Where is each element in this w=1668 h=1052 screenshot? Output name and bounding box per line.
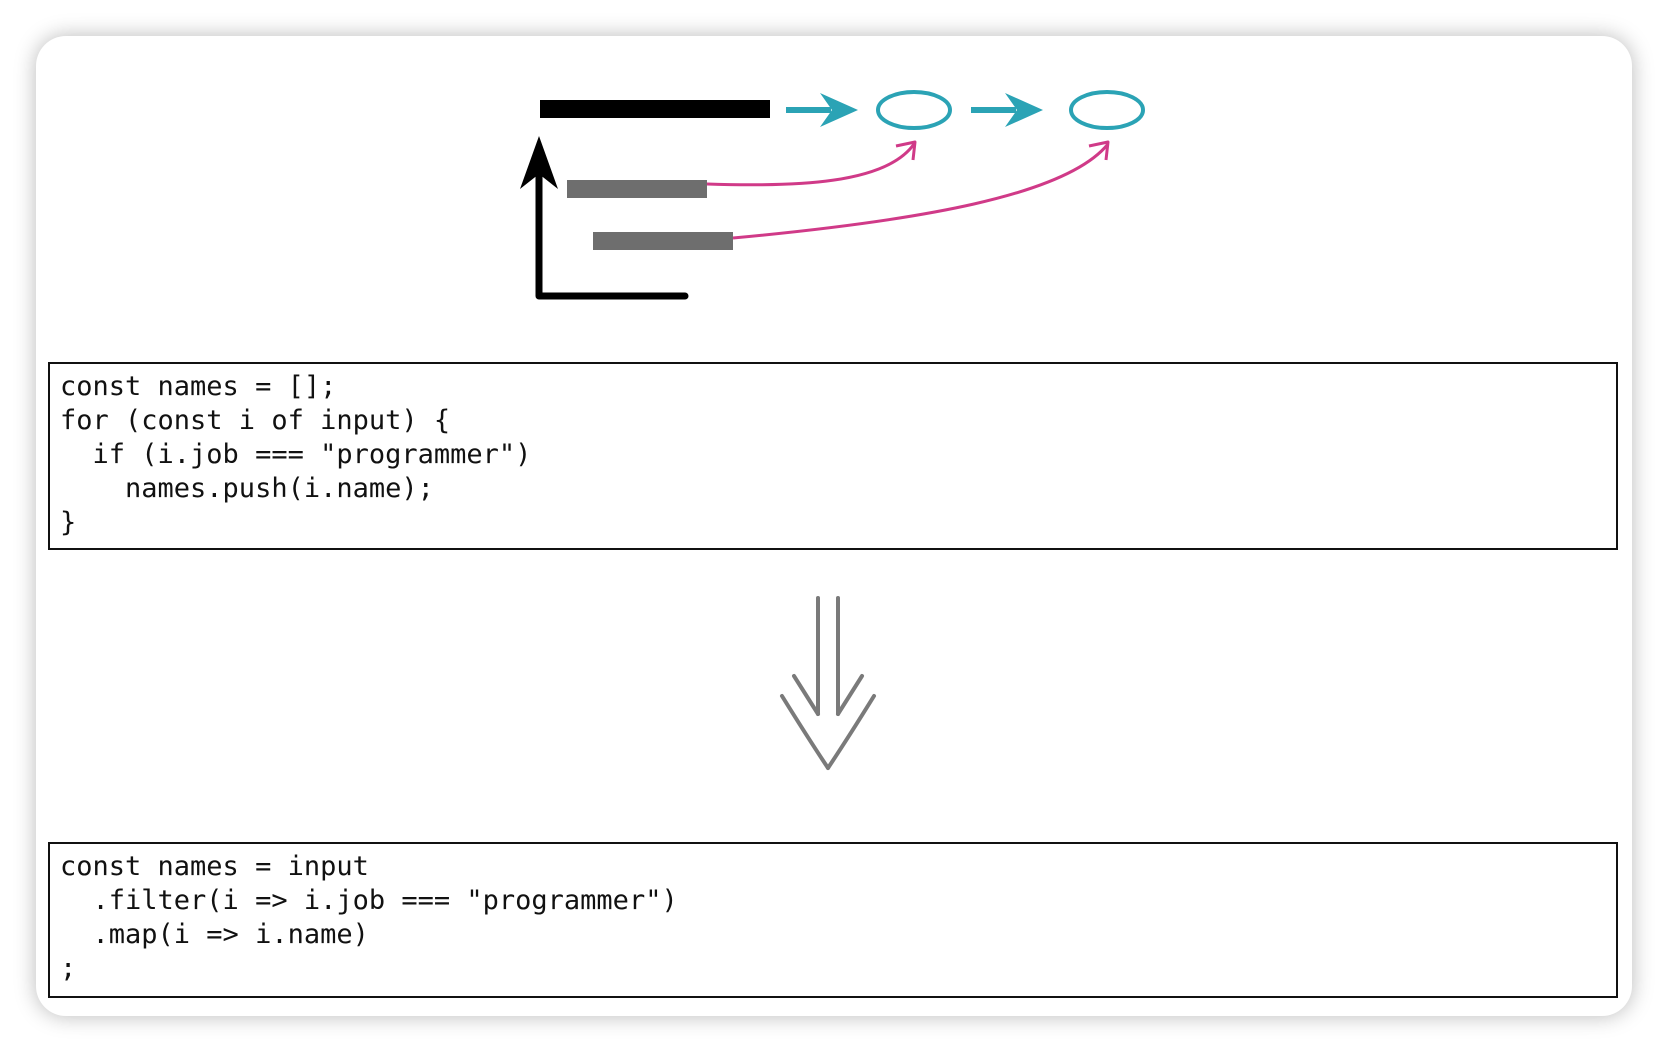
functional-code-text: const names = input .filter(i => i.job =…	[50, 844, 1616, 986]
pipeline-stage-map	[1069, 90, 1145, 130]
loop-statement-bar-push	[593, 232, 733, 250]
loop-to-pipeline-diagram	[520, 90, 1145, 300]
code-line: .map(i => i.name)	[60, 919, 369, 950]
functional-code-block: const names = input .filter(i => i.job =…	[48, 842, 1618, 998]
mapping-arrow-icon	[732, 143, 1110, 240]
figure-frame: const names = []; for (const i of input)…	[36, 36, 1632, 1016]
code-line: if (i.job === "programmer")	[60, 439, 532, 470]
loop-statement-bar-if	[567, 180, 707, 198]
code-line: const names = [];	[60, 371, 337, 402]
loop-arrow-icon	[535, 172, 689, 300]
mapping-arrowhead-filter	[895, 140, 917, 161]
loop-header-bar	[540, 100, 770, 118]
double-down-arrow-icon	[780, 596, 876, 770]
pipeline-arrow-icon	[786, 93, 858, 127]
code-line: ;	[60, 953, 77, 984]
code-line: for (const i of input) {	[60, 405, 451, 436]
pipeline-stage-filter	[876, 90, 952, 130]
code-line: }	[60, 507, 77, 538]
imperative-code-text: const names = []; for (const i of input)…	[50, 364, 1616, 540]
mapping-arrow-icon	[706, 143, 916, 187]
mapping-arrowhead-map	[1088, 140, 1110, 161]
code-line: .filter(i => i.job === "programmer")	[60, 885, 678, 916]
code-line: const names = input	[60, 851, 369, 882]
loop-arrowhead	[520, 136, 558, 189]
pipeline-arrow-icon	[971, 93, 1043, 127]
code-line: names.push(i.name);	[60, 473, 434, 504]
imperative-code-block: const names = []; for (const i of input)…	[48, 362, 1618, 550]
